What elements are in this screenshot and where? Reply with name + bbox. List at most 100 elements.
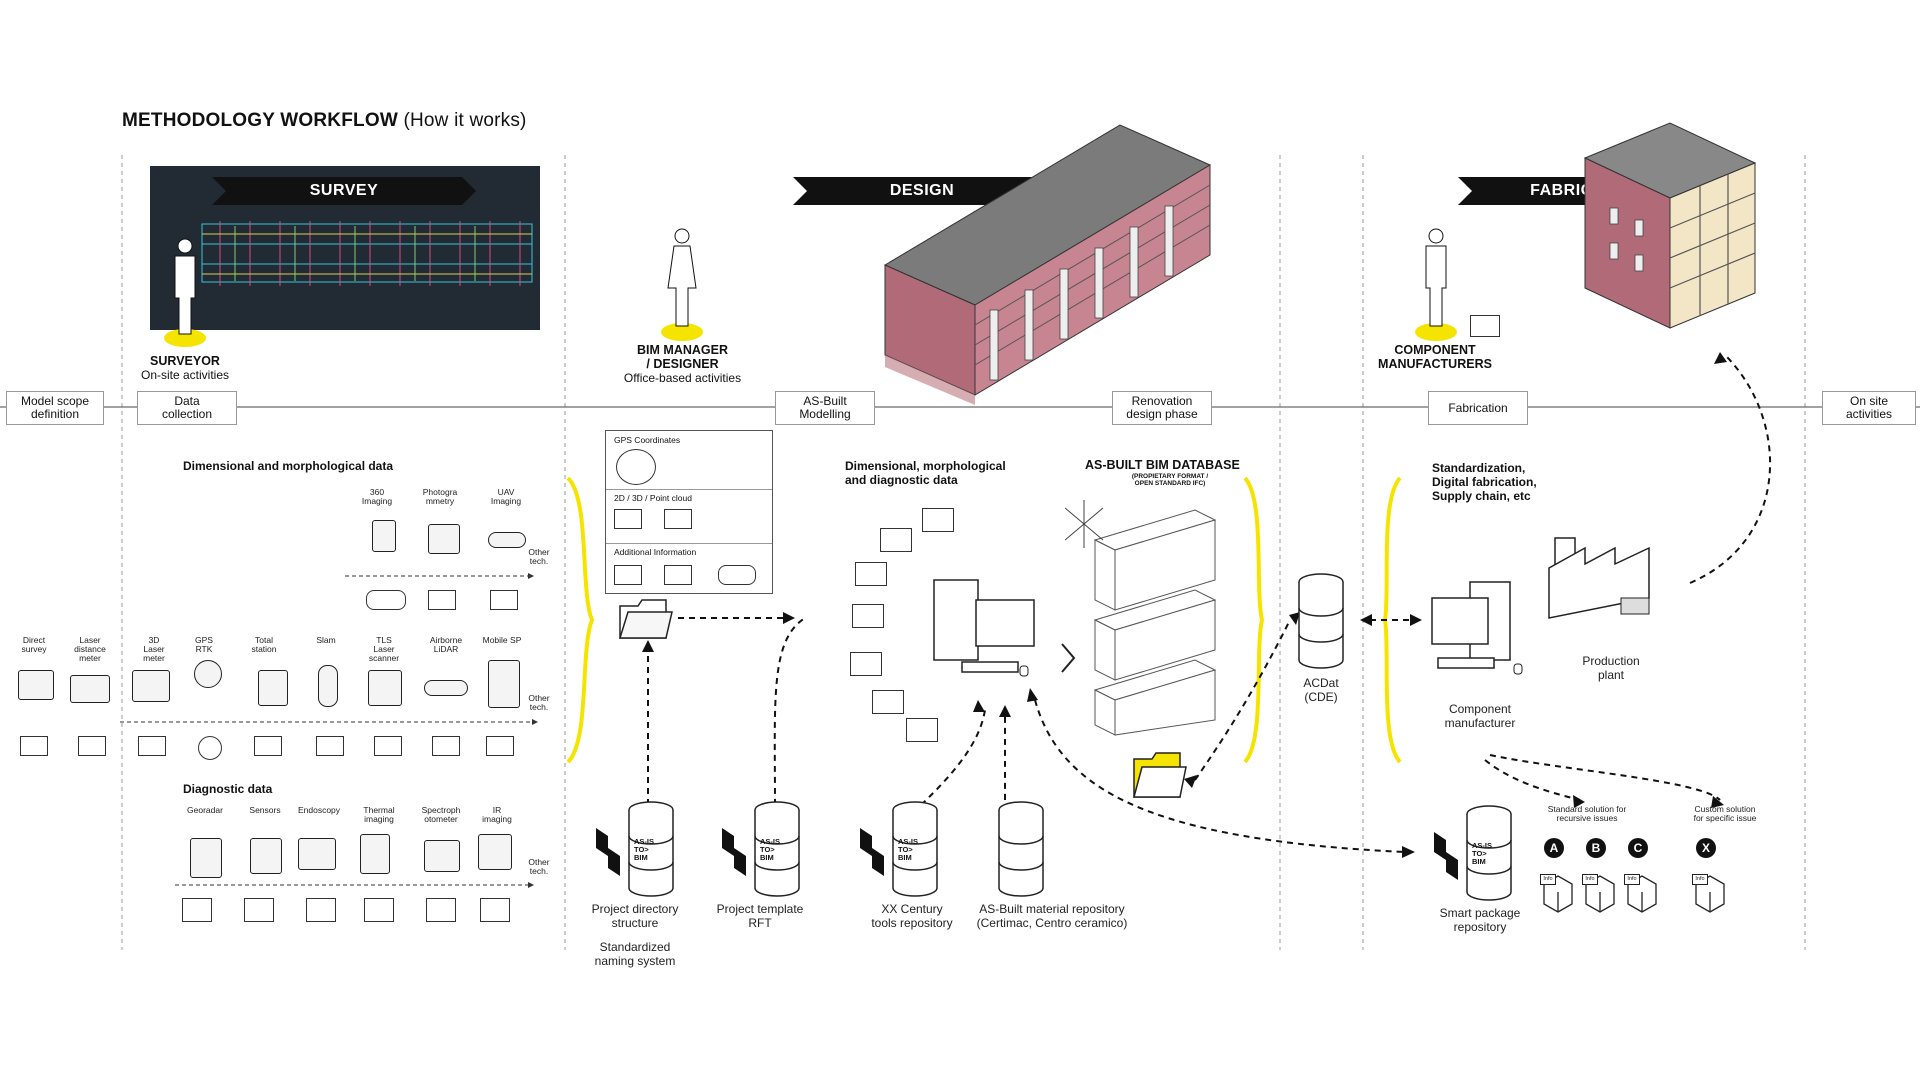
workstation-icon (933, 579, 1035, 677)
points-output-icon (490, 590, 518, 610)
bim-name-1: BIM MANAGER (637, 343, 728, 357)
database-acdat (1298, 573, 1344, 669)
badge-b: B (1586, 838, 1606, 858)
survey-dim-heading: Dimensional and morphological data (183, 459, 394, 473)
model-scope-line-2: definition (30, 407, 80, 421)
output-icon-4 (198, 736, 222, 760)
renovation-line-2: design phase (1126, 407, 1198, 421)
data-thumb-7 (906, 718, 938, 742)
bim-name-2: / DESIGNER (646, 357, 719, 371)
diag-output-5 (426, 898, 456, 922)
bim-sub: Office-based activities (623, 371, 742, 385)
output-icon-7 (374, 736, 402, 756)
data-thumb-3 (855, 562, 887, 586)
surveyor-sub: On-site activities (140, 368, 230, 382)
bim-layers-icon (1065, 500, 1217, 736)
badge-c: C (1628, 838, 1648, 858)
page-title: METHODOLOGY WORKFLOW (How it works) (122, 110, 527, 132)
as-built-line-1: AS-Built (803, 394, 847, 408)
tool-mobile-sp-label: Mobile SP (482, 635, 522, 645)
timeline-model-scope: Model scope definition (6, 391, 104, 425)
point-cloud-icon (664, 509, 692, 529)
tool-georadar-label: Georadar (187, 805, 223, 815)
on-site-line-2: activities (1845, 407, 1892, 421)
bim-folder-icon (1133, 752, 1187, 798)
manufacturer-doc-icon (1470, 315, 1500, 337)
tool-endoscopy-label: Endoscopy (297, 805, 341, 815)
tls-scanner-icon (368, 670, 402, 706)
data-thumb-1 (880, 528, 912, 552)
manufacturers-name-1: COMPONENT (1394, 343, 1476, 357)
laser-scanner-3d-icon (132, 670, 170, 702)
info-tag-a: Info (1540, 874, 1556, 885)
database-material (998, 801, 1044, 897)
badge-a: A (1544, 838, 1564, 858)
data-thumb-4 (852, 604, 884, 628)
on-site-line-1: On site (1849, 394, 1888, 408)
endoscope-icon (298, 838, 336, 870)
info-gps: GPS Coordinates (614, 435, 681, 445)
photo-icon (664, 565, 692, 585)
phase-survey: SURVEY (212, 177, 476, 205)
info-tag-x: Info (1692, 874, 1708, 885)
data-collection-line-2: collection (161, 407, 213, 421)
tool-slam-label: Slam (316, 635, 336, 645)
diag-output-3 (306, 898, 336, 922)
document-icon (614, 565, 642, 585)
role-manufacturers: COMPONENT MANUFACTURERS (1360, 343, 1510, 371)
building-design (883, 124, 1212, 405)
lidar-drone-icon (424, 680, 468, 696)
data-thumb-6 (872, 690, 904, 714)
image-output-icon (428, 590, 456, 610)
survey-diag-heading: Diagnostic data (183, 782, 273, 796)
timeline-as-built: AS-Built Modelling (775, 391, 875, 425)
as-is-to-bim-logo-3 (860, 828, 884, 876)
badge-x: X (1696, 838, 1716, 858)
bim-manager-figure (661, 228, 703, 341)
facade-drawing (201, 221, 533, 286)
timeline-on-site: On site activities (1822, 391, 1916, 425)
timeline-renovation: Renovation design phase (1112, 391, 1212, 425)
manufacturer-figure (1415, 228, 1457, 341)
title-sub: (How it works) (403, 110, 527, 131)
spectrophotometer-icon (424, 840, 460, 872)
timeline-fabrication: Fabrication (1428, 391, 1528, 425)
database-smart-package (1466, 805, 1512, 901)
total-station-icon (258, 670, 288, 706)
info-cloud: 2D / 3D / Point cloud (614, 493, 692, 503)
diag-output-4 (364, 898, 394, 922)
slam-device-icon (318, 665, 338, 707)
chevron-right-icon (1061, 643, 1076, 673)
renovation-line-1: Renovation (1131, 394, 1193, 408)
timeline-data-collection: Data collection (137, 391, 237, 425)
as-is-to-bim-logo-4 (1434, 832, 1458, 880)
database-xx-century (892, 801, 938, 897)
role-bim-manager: BIM MANAGER / DESIGNER Office-based acti… (600, 343, 765, 385)
output-icon-8 (432, 736, 460, 756)
surveyor-figure (164, 238, 206, 347)
gps-antenna-icon (194, 660, 222, 688)
package-boxes (1543, 875, 1725, 913)
db-heading: AS-BUILT BIM DATABASE (1085, 458, 1240, 472)
mobile-sp-icon (488, 660, 520, 708)
info-additional: Additional Information (614, 547, 697, 557)
